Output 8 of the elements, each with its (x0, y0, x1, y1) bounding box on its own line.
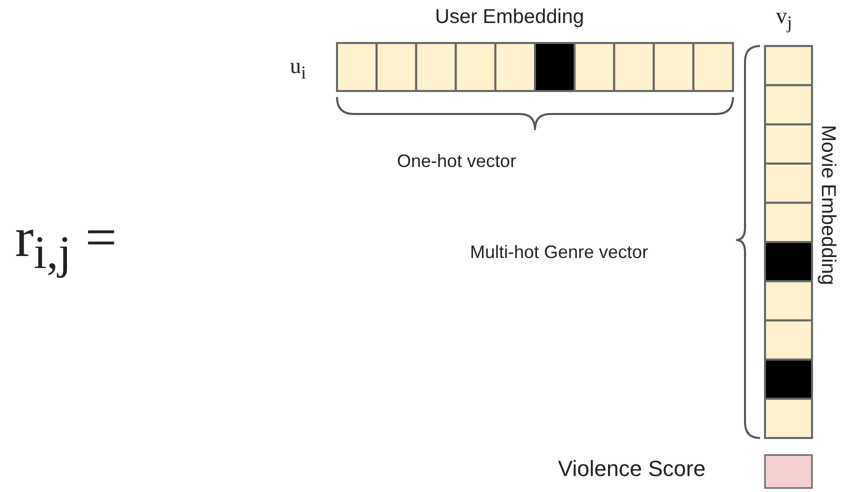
math-formula: r$_{i,j}$ = (15, 210, 117, 277)
axis-text: Movie Embedding (818, 125, 838, 286)
annotation-text: One-hot vector (397, 152, 516, 170)
math-symbol: u$_{i}$ (290, 55, 306, 82)
math-symbol: v$_{j}$ (776, 5, 792, 32)
annotation-text: Multi-hot Genre vector (470, 243, 648, 261)
annotation-text: Violence Score (558, 458, 706, 480)
heading-text: User Embedding (435, 7, 584, 27)
